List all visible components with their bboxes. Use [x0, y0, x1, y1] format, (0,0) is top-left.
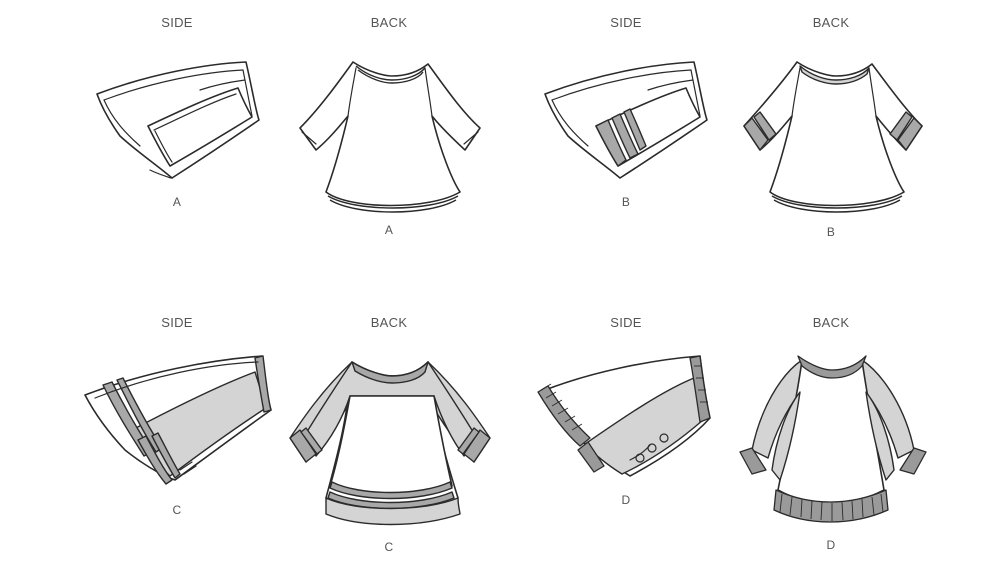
label-d-back: D [826, 538, 836, 552]
sleeve-side-view-c [84, 355, 272, 485]
cuff-rib-lines-d-side [540, 365, 708, 431]
heading-a-side: SIDE [161, 15, 193, 30]
heading-a-back: BACK [370, 15, 408, 30]
heading-d-back: BACK [812, 315, 850, 330]
label-c-back: C [384, 540, 394, 554]
label-d-side: D [621, 493, 631, 507]
garment-back-view-d [739, 355, 927, 523]
heading-c-back: BACK [370, 315, 408, 330]
label-a-side: A [172, 195, 182, 209]
heading-d-side: SIDE [610, 315, 642, 330]
heading-b-back: BACK [812, 15, 850, 30]
label-b-side: B [621, 195, 631, 209]
sleeve-side-view-d [537, 355, 711, 477]
button-icon [659, 433, 669, 443]
button-icon [635, 453, 645, 463]
label-b-back: B [826, 225, 836, 239]
heading-b-side: SIDE [610, 15, 642, 30]
garment-back-view-c [289, 361, 491, 526]
sleeve-side-view-a [96, 61, 260, 179]
garment-back-view-b [743, 61, 923, 213]
button-icon [647, 443, 657, 453]
heading-c-side: SIDE [161, 315, 193, 330]
hem-rib-lines-d-back [779, 493, 884, 521]
garment-back-view-a [299, 61, 481, 213]
label-a-back: A [384, 223, 394, 237]
sleeve-side-view-b [544, 61, 708, 179]
label-c-side: C [172, 503, 182, 517]
